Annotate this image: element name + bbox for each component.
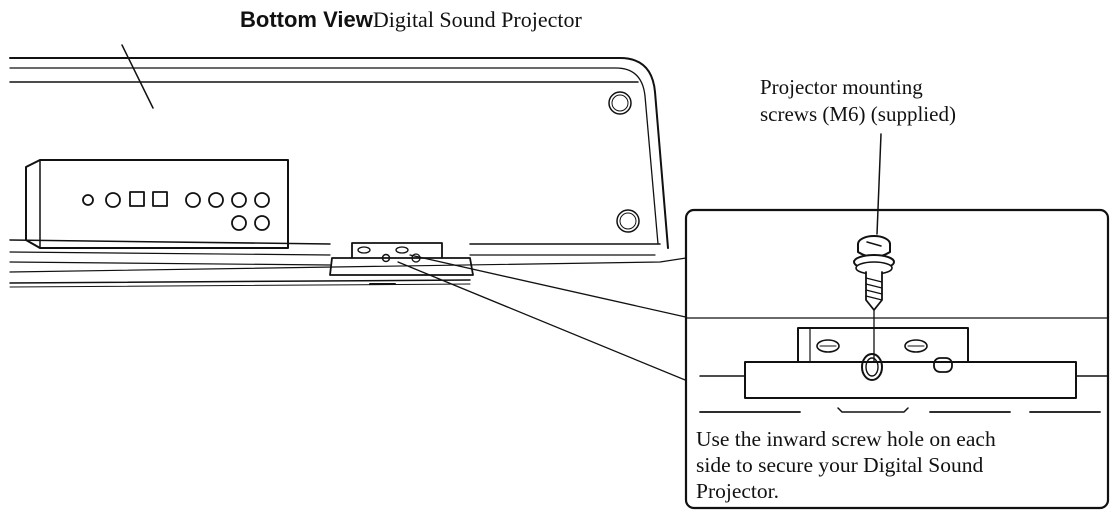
- title-view: Bottom View: [240, 7, 373, 32]
- screw-icon: [853, 235, 895, 363]
- body-corner-circle-bottom: [616, 209, 640, 233]
- pointer-line-top: [121, 44, 154, 109]
- leader-line-upper: [409, 254, 691, 319]
- detail-caption: Use the inward screw hole on each side t…: [696, 426, 1096, 504]
- projector-body: [9, 57, 687, 288]
- caption-line3: Projector.: [696, 479, 779, 503]
- detail-box: [684, 208, 1110, 510]
- title-product: Digital Sound Projector: [372, 7, 582, 32]
- diagram-title: Bottom ViewDigital Sound Projector: [240, 7, 582, 33]
- detail-bracket: [685, 317, 1109, 413]
- pointer-line-screws: [876, 133, 882, 235]
- port-circle-icon: [82, 194, 94, 206]
- body-corner-circle-top: [608, 91, 632, 115]
- mounting-bracket-small: [329, 242, 474, 276]
- caption-line2: side to secure your Digital Sound: [696, 453, 984, 477]
- screws-label-line1: Projector mounting: [760, 75, 923, 99]
- leader-line-lower: [397, 261, 691, 383]
- caption-line1: Use the inward screw hole on each: [696, 427, 996, 451]
- screws-label: Projector mounting screws (M6) (supplied…: [760, 74, 956, 128]
- port-square-icon: [129, 191, 145, 207]
- port-panel: [25, 159, 289, 249]
- screws-label-line2: screws (M6) (supplied): [760, 102, 956, 126]
